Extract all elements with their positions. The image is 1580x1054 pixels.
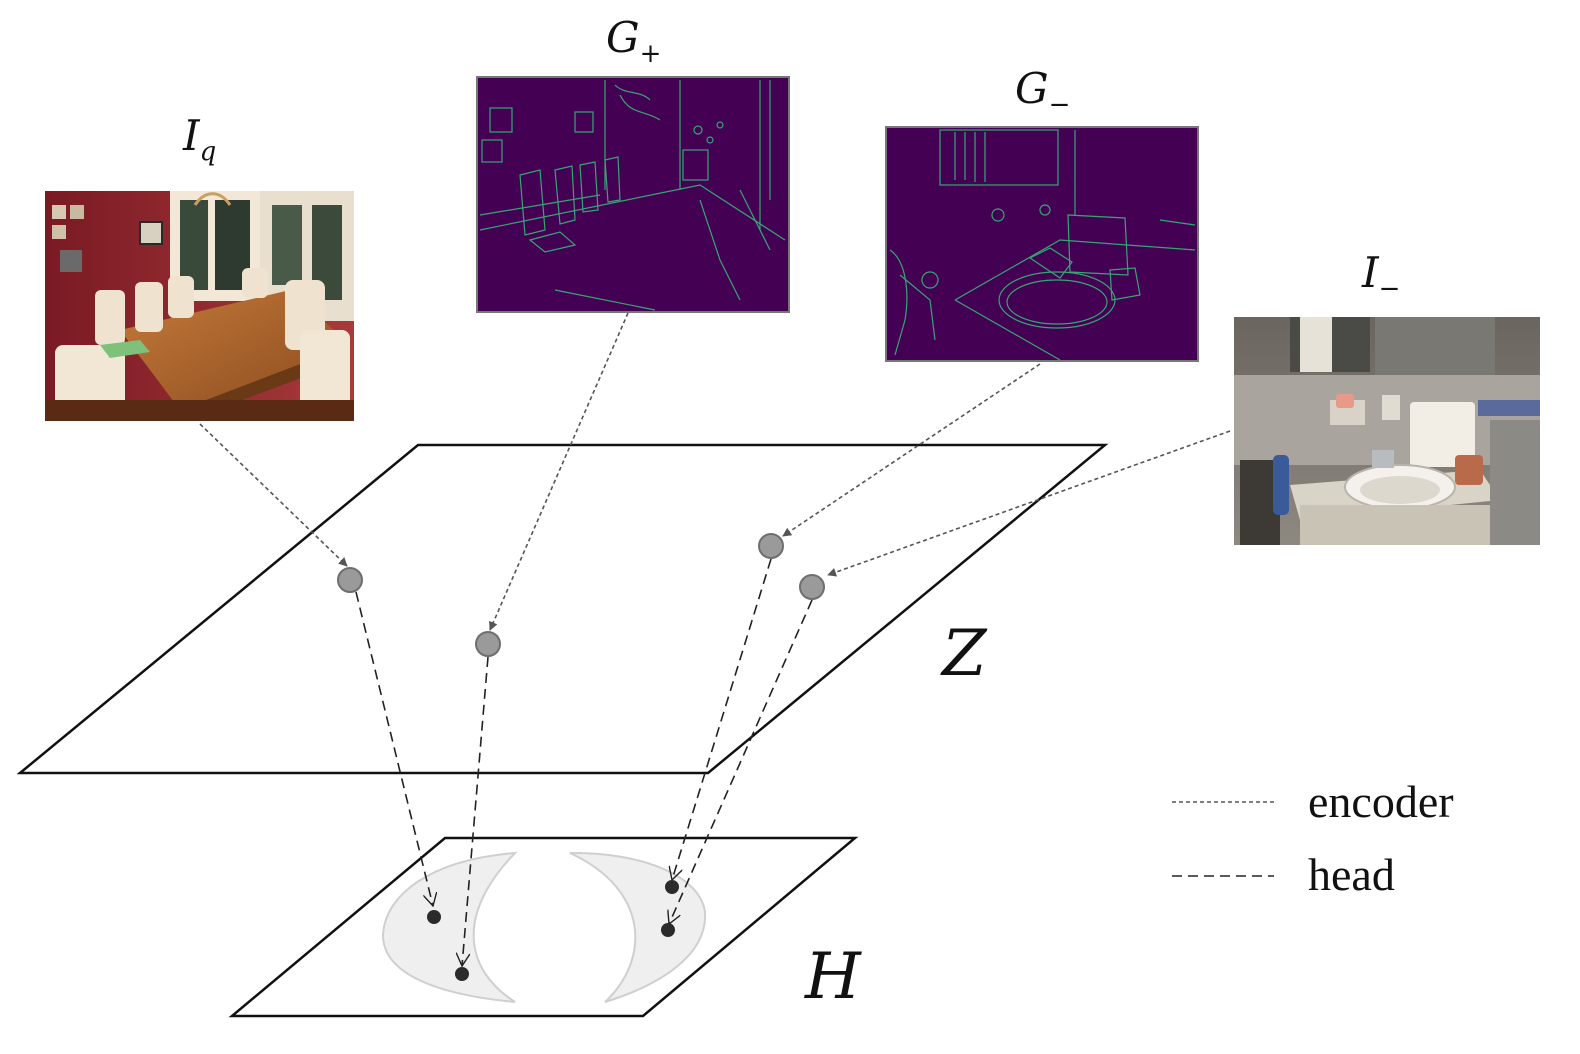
label-positive-edge: G+ — [606, 13, 661, 69]
label-head-space: H — [804, 940, 862, 1014]
query-image — [45, 191, 354, 421]
feature-point-neg-image — [799, 574, 825, 600]
legend-encoder-label: encoder — [1308, 776, 1454, 827]
feature-point-query — [337, 567, 363, 593]
head-arrow-neg-edge — [672, 558, 772, 880]
positive-edge-map — [476, 76, 790, 313]
encoder-arrow-query — [199, 423, 348, 567]
legend-head-label: head — [1308, 849, 1395, 900]
head-point-query — [427, 910, 441, 924]
feature-plane-z — [16, 443, 1109, 775]
head-plane-h — [228, 836, 859, 1018]
label-negative-edge: G− — [1015, 64, 1070, 120]
feature-point-neg-edge — [758, 533, 784, 559]
legend: encoder head — [1172, 776, 1454, 900]
encoder-arrow-neg-edge — [782, 363, 1041, 537]
head-point-positive — [455, 967, 469, 981]
label-negative-image: I− — [1361, 248, 1400, 304]
negative-image — [1234, 317, 1540, 545]
label-feature-space: Z — [940, 617, 988, 691]
head-arrow-positive — [462, 656, 489, 966]
label-query-image: Iq — [182, 111, 216, 167]
encoder-arrow-positive — [489, 312, 629, 631]
head-point-neg-image — [661, 923, 675, 937]
encoder-arrow-neg-image — [827, 430, 1231, 577]
head-arrow-neg-image — [669, 599, 813, 924]
positive-cluster — [381, 851, 518, 1003]
head-point-neg-edge — [665, 880, 679, 894]
head-arrows — [355, 558, 813, 966]
head-arrow-query — [355, 591, 433, 906]
negative-edge-map — [885, 126, 1199, 362]
feature-point-positive — [475, 631, 501, 657]
encoder-arrows — [199, 312, 1231, 631]
